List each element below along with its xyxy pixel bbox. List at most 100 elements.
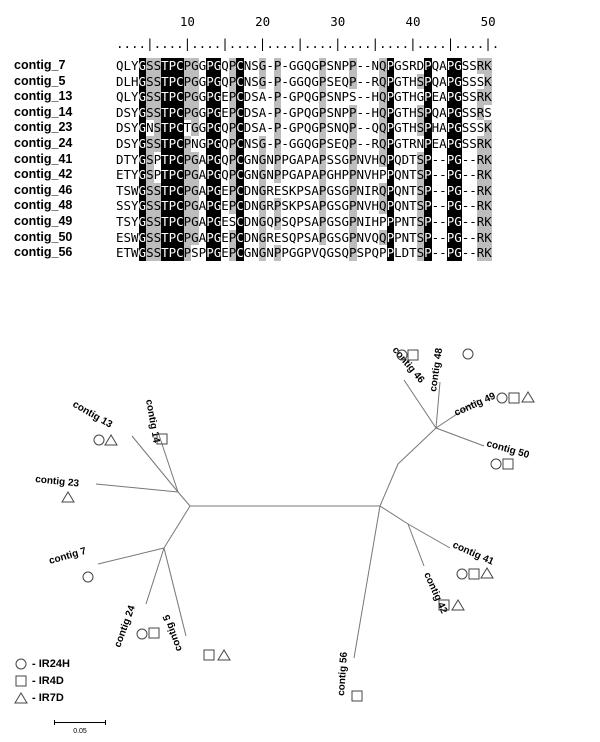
- residue: G: [138, 229, 147, 246]
- residue: V: [364, 167, 372, 183]
- residue: G: [243, 245, 252, 261]
- residue: C: [176, 120, 184, 136]
- residue: K: [484, 182, 492, 199]
- ruler-tick: |: [409, 36, 417, 51]
- ruler-tick: .: [461, 36, 470, 51]
- residue: S: [251, 120, 259, 136]
- residue: T: [123, 151, 132, 167]
- residue: T: [161, 120, 169, 136]
- residue: P: [386, 73, 395, 90]
- residue: V: [364, 198, 372, 214]
- residue: P: [198, 245, 207, 261]
- residue: H: [371, 89, 380, 105]
- tree-branches: [95, 379, 485, 659]
- residue: A: [311, 182, 319, 198]
- residue: P: [273, 135, 282, 152]
- residue: S: [146, 73, 154, 90]
- residue: S: [416, 151, 425, 168]
- residue: P: [183, 89, 192, 105]
- residue: H: [431, 120, 440, 136]
- residue: P: [446, 135, 455, 152]
- residue: E: [221, 229, 229, 245]
- residue: A: [439, 89, 447, 105]
- ruler-tick: |: [333, 36, 342, 51]
- ruler-tick: .: [236, 36, 244, 51]
- legend-item-ir4d: - IR4D: [14, 672, 70, 689]
- residue: S: [461, 89, 470, 105]
- residue: G: [341, 213, 349, 229]
- residue: P: [394, 213, 402, 229]
- leaf-label-contig-49: contig 49: [453, 391, 498, 419]
- sequence-row: DTYGSPTPCPGAPGQPCGNGNPPGAPAPSSGPNVHQPQDT…: [116, 151, 492, 168]
- residue: -: [356, 135, 365, 151]
- residue: N: [251, 245, 259, 261]
- residue: H: [409, 104, 417, 120]
- residue: C: [176, 229, 184, 246]
- residue: S: [469, 58, 477, 73]
- residue: G: [138, 151, 147, 168]
- sequence-row: DSYGSSTPCPNGPGQPCNSG-P-GGQGPSEQP--RQPGTR…: [116, 135, 492, 152]
- residue: P: [183, 167, 192, 183]
- ruler-tick: |: [258, 36, 267, 51]
- residue: G: [288, 245, 297, 261]
- residue: E: [273, 182, 282, 198]
- residue: T: [409, 167, 417, 183]
- residue: P: [168, 229, 177, 246]
- ruler-tick: .: [251, 36, 259, 51]
- ruler-tick: |: [484, 36, 492, 51]
- residue: P: [348, 213, 357, 230]
- ruler-tick: |: [183, 36, 192, 51]
- residue: A: [311, 229, 319, 245]
- ruler-tick: .: [138, 36, 147, 51]
- sequence-row: TSWGSSTPCPGAPGEPCDNGRESKPSAPGSGPNIRQPQNT…: [116, 182, 492, 199]
- residue: G: [138, 104, 147, 121]
- residue: P: [273, 58, 282, 74]
- residue: S: [333, 245, 342, 261]
- residue: -: [266, 73, 274, 89]
- residue: S: [281, 182, 289, 198]
- residue: G: [454, 245, 462, 261]
- residue: G: [138, 135, 147, 152]
- residue: P: [348, 229, 357, 246]
- residue: S: [484, 104, 492, 120]
- residue: G: [311, 135, 319, 151]
- residue: S: [153, 89, 162, 105]
- residue: P: [386, 58, 395, 74]
- sequence-name: contig_49: [14, 213, 73, 228]
- residue: G: [243, 167, 252, 183]
- residue: E: [431, 135, 440, 151]
- residue: P: [183, 229, 192, 246]
- residue: P: [168, 89, 177, 105]
- residue: -: [469, 167, 477, 183]
- residue: P: [183, 198, 192, 214]
- residue: S: [123, 120, 132, 136]
- residue: S: [326, 135, 334, 151]
- residue: P: [446, 104, 455, 121]
- residue: -: [431, 182, 440, 198]
- residue: T: [409, 229, 417, 245]
- residue: T: [161, 135, 169, 152]
- residue: E: [221, 245, 229, 261]
- ruler-tick: .: [348, 36, 357, 51]
- residue: P: [446, 245, 455, 261]
- residue: K: [484, 198, 492, 214]
- residue: A: [439, 73, 447, 89]
- residue: Q: [379, 229, 387, 246]
- residue: E: [221, 182, 229, 198]
- residue: S: [416, 73, 425, 90]
- residue: S: [401, 58, 410, 73]
- residue: G: [311, 73, 319, 89]
- sequence-name: contig_41: [14, 151, 73, 166]
- residue: V: [311, 245, 319, 261]
- residue: S: [333, 198, 342, 214]
- residue: G: [191, 198, 199, 214]
- residue: P: [206, 151, 214, 168]
- residue: G: [213, 229, 222, 246]
- residue: S: [326, 89, 334, 105]
- residue: P: [424, 120, 432, 136]
- residue: P: [303, 151, 312, 167]
- ruler-tick: .: [213, 36, 222, 51]
- ruler-tick: |: [371, 36, 380, 51]
- residue: P: [273, 120, 282, 136]
- circle-icon: [15, 658, 27, 669]
